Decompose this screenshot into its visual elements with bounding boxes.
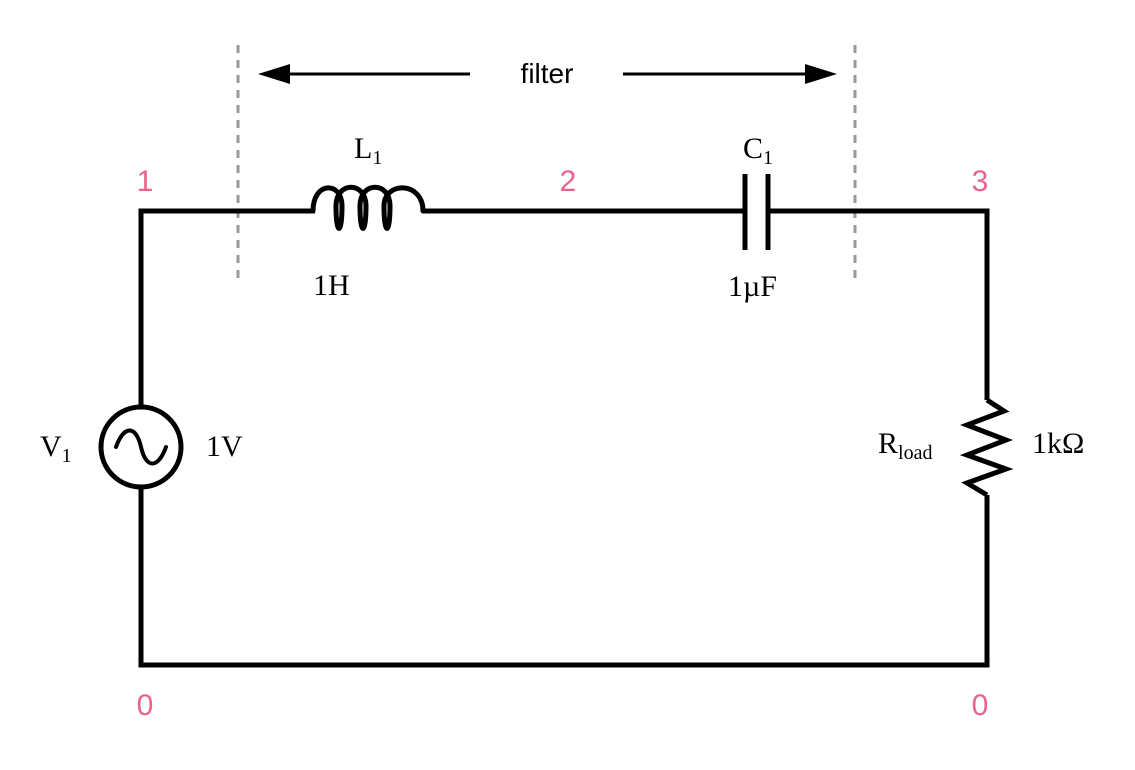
filter-arrow-right <box>623 64 837 84</box>
wire-source-top-to-inductor <box>138 208 315 405</box>
node-3-label: 3 <box>972 165 989 198</box>
node-0-left-label: 0 <box>137 689 154 722</box>
resistor-name: Rload <box>878 427 932 464</box>
filter-label: filter <box>521 58 574 89</box>
inductor-name: L1 <box>354 132 382 169</box>
wire-return <box>138 488 990 668</box>
capacitor-symbol <box>742 174 771 250</box>
source-value: 1V <box>206 430 243 463</box>
node-2-label: 2 <box>560 165 577 198</box>
inductor-value: 1H <box>313 269 350 302</box>
capacitor-name: C1 <box>743 132 773 169</box>
ac-source-symbol <box>98 404 184 490</box>
source-name: V1 <box>40 430 72 467</box>
capacitor-value: 1µF <box>728 270 777 303</box>
inductor-symbol <box>310 184 426 231</box>
sine-wave-icon <box>114 428 168 466</box>
wire-capacitor-to-resistor <box>768 208 990 400</box>
node-0-right-label: 0 <box>972 689 989 722</box>
node-1-label: 1 <box>137 165 154 198</box>
resistor-value: 1kΩ <box>1032 427 1084 460</box>
filter-arrow-left <box>258 64 470 84</box>
wires <box>138 208 990 668</box>
resistor-symbol <box>959 397 1014 498</box>
